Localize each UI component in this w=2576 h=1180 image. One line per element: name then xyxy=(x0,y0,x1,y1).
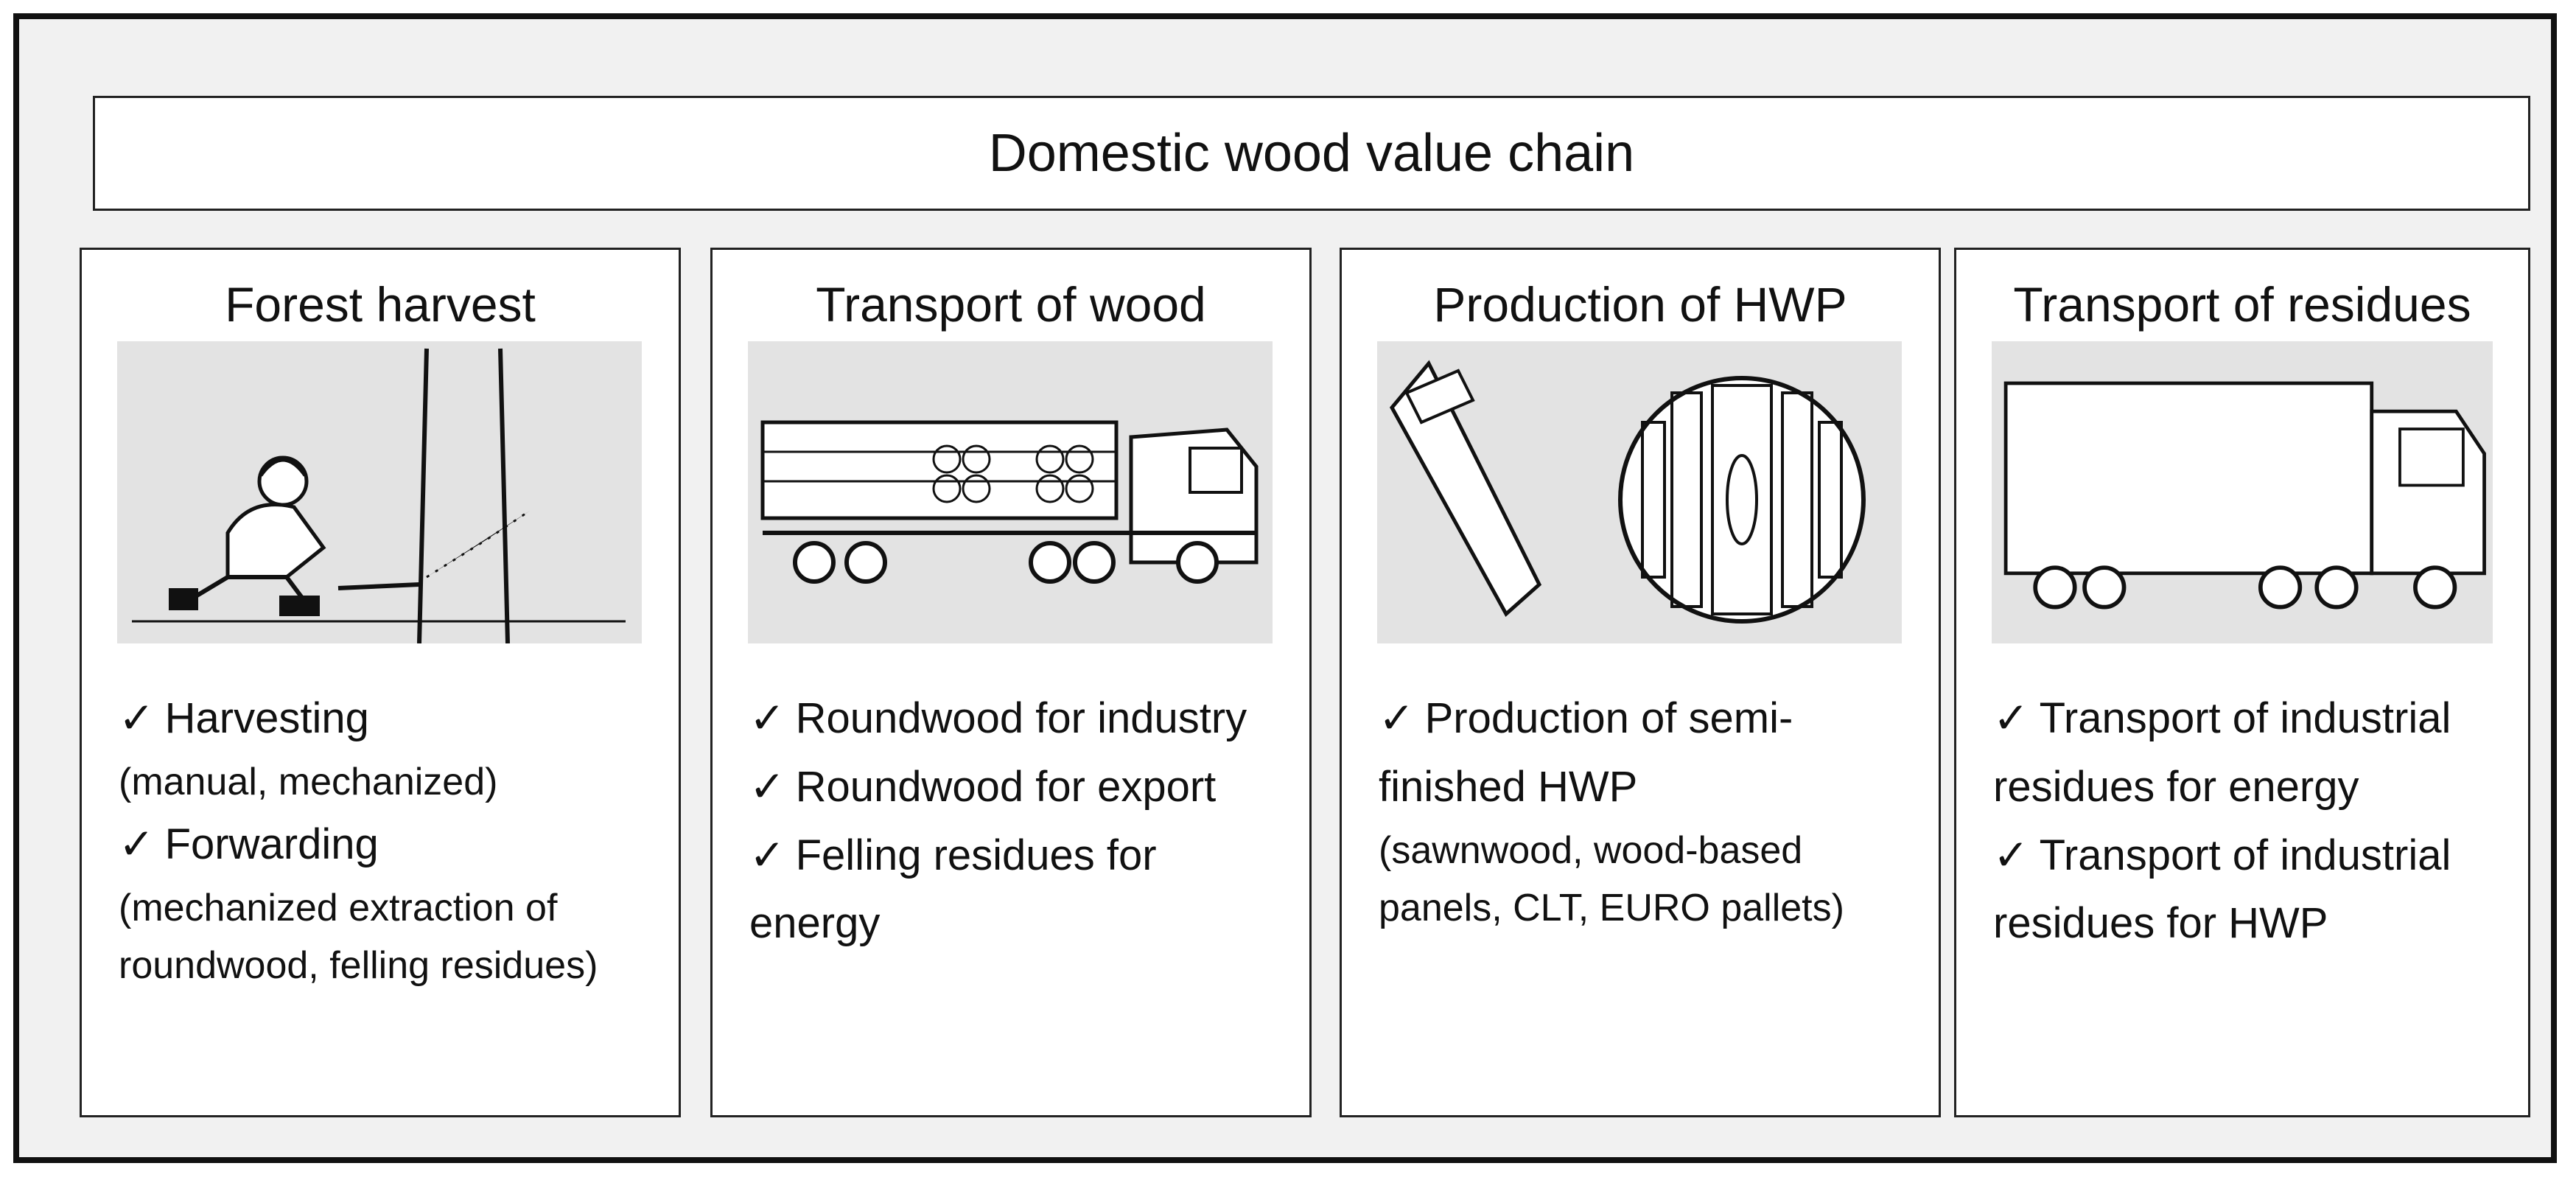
list-item: ✓Felling residues for energy xyxy=(749,831,1157,948)
checkmark-icon: ✓ xyxy=(119,820,155,868)
panel-forest-harvest: Forest harvest ✓Harvesting (manual, mech… xyxy=(80,248,681,1117)
checkmark-icon: ✓ xyxy=(749,762,785,811)
checkmark-icon: ✓ xyxy=(119,694,155,742)
item-note: (sawnwood, wood-based panels, CLT, EURO … xyxy=(1379,828,1844,929)
panel-item-list: ✓Production of semi-finished HWP (sawnwo… xyxy=(1379,685,1921,937)
panel-item-list: ✓Harvesting (manual, mechanized) ✓Forwar… xyxy=(119,685,661,994)
list-item: ✓Transport of industrial residues for HW… xyxy=(1993,831,2451,948)
panel-title: Forest harvest xyxy=(225,277,536,332)
panel-transport-of-residues: Transport of residues ✓Transport of indu… xyxy=(1954,248,2530,1117)
checkmark-icon: ✓ xyxy=(1379,694,1415,742)
list-item: ✓Roundwood for industry xyxy=(749,694,1247,742)
figure-frame: Domestic wood value chain Forest harvest… xyxy=(13,13,2557,1163)
box-truck-icon xyxy=(1992,341,2493,643)
panel-production-of-hwp: Production of HWP ✓Production of semi-fi… xyxy=(1340,248,1941,1117)
list-item: ✓Forwarding xyxy=(119,820,379,868)
diagram-title-box: Domestic wood value chain xyxy=(93,96,2530,211)
panel-item-list: ✓Roundwood for industry ✓Roundwood for e… xyxy=(749,685,1292,958)
checkmark-icon: ✓ xyxy=(1993,694,2029,742)
saw-and-log-cross-section-icon xyxy=(1377,341,1902,643)
panel-item-list: ✓Transport of industrial residues for en… xyxy=(1993,685,2510,958)
list-item: ✓Production of semi-finished HWP xyxy=(1379,694,1793,811)
list-item: ✓Roundwood for export xyxy=(749,762,1217,811)
log-truck-icon xyxy=(748,341,1273,643)
panel-title: Transport of wood xyxy=(816,277,1206,332)
forest-worker-chainsaw-icon xyxy=(117,341,642,643)
checkmark-icon: ✓ xyxy=(1993,831,2029,879)
panel-title: Production of HWP xyxy=(1433,277,1847,332)
checkmark-icon: ✓ xyxy=(749,694,785,742)
list-item: ✓Transport of industrial residues for en… xyxy=(1993,694,2451,811)
panel-transport-of-wood: Transport of wood ✓Roundwood for industr… xyxy=(710,248,1312,1117)
list-item: ✓Harvesting xyxy=(119,694,369,742)
checkmark-icon: ✓ xyxy=(749,831,785,879)
diagram-title: Domestic wood value chain xyxy=(988,124,1635,183)
item-note: (mechanized extraction of roundwood, fel… xyxy=(119,886,598,987)
panel-title: Transport of residues xyxy=(2013,277,2471,332)
item-note: (manual, mechanized) xyxy=(119,760,498,803)
